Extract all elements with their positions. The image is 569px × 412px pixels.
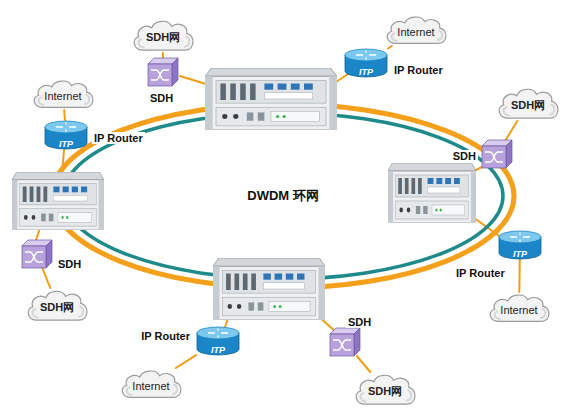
router-text: ITP xyxy=(211,345,225,355)
sdh-icon xyxy=(22,240,52,268)
label-holder: IP Router xyxy=(92,128,145,146)
link-line xyxy=(63,110,66,120)
ip-router: ITPIP Router xyxy=(196,326,240,356)
cloud-label: Internet xyxy=(44,86,81,102)
wire xyxy=(318,316,336,332)
link-line xyxy=(162,53,164,58)
label-holder: SDH xyxy=(56,254,83,272)
sdh-icon xyxy=(330,328,360,356)
network-cloud: Internet xyxy=(383,14,449,46)
sdh-icon xyxy=(148,58,178,86)
cloud-label: Internet xyxy=(397,22,434,38)
cloud-label: Internet xyxy=(500,300,537,316)
link-line xyxy=(42,268,50,288)
link-line xyxy=(506,121,518,140)
dwdm-chassis xyxy=(12,172,104,230)
sdh-device: SDH xyxy=(22,240,52,268)
router-text: ITP xyxy=(513,249,527,259)
sdh-device: SDH xyxy=(330,328,360,356)
network-cloud: SDH网 xyxy=(352,372,418,407)
router-text: ITP xyxy=(59,139,73,149)
label-holder: IP Router xyxy=(454,263,507,281)
dwdm-chassis xyxy=(388,163,476,223)
cloud-label: SDH网 xyxy=(368,380,402,399)
device-label: SDH xyxy=(56,258,83,270)
device-label: IP Router xyxy=(454,267,507,279)
cloud-label: SDH网 xyxy=(40,296,74,315)
cloud-label: SDH网 xyxy=(511,94,545,113)
device-label: IP Router xyxy=(92,132,145,144)
cloud-label: SDH网 xyxy=(146,26,180,45)
cloud-label: Internet xyxy=(132,376,169,392)
dwdm-ring: DWDM 环网 xyxy=(49,101,517,291)
router-text: ITP xyxy=(359,67,373,77)
ip-router: ITPIP Router xyxy=(44,120,88,150)
network-cloud: SDH网 xyxy=(495,86,561,121)
ip-router: ITPIP Router xyxy=(498,230,542,260)
network-cloud: Internet xyxy=(486,292,552,324)
sdh-device: SDH xyxy=(482,140,512,168)
sdh-device: SDH xyxy=(148,58,178,86)
device-label: SDH xyxy=(346,316,373,328)
device-label: IP Router xyxy=(392,64,445,76)
network-cloud: SDH网 xyxy=(130,18,196,53)
label-holder: SDH xyxy=(148,88,175,106)
network-cloud: Internet xyxy=(118,368,184,400)
ring-title: DWDM 环网 xyxy=(247,187,319,205)
sdh-icon xyxy=(482,140,512,168)
device-label: SDH xyxy=(148,92,175,104)
dwdm-chassis xyxy=(205,68,337,130)
link-line xyxy=(388,46,392,49)
label-holder: SDH xyxy=(346,312,373,330)
label-holder: SDH xyxy=(451,146,478,164)
wire xyxy=(36,228,40,240)
device-label: SDH xyxy=(451,150,478,162)
label-holder: IP Router xyxy=(139,326,192,344)
link-line xyxy=(357,356,371,372)
ip-router: ITPIP Router xyxy=(344,48,388,78)
link-line xyxy=(518,260,521,292)
dwdm-chassis xyxy=(213,258,325,320)
device-label: IP Router xyxy=(139,330,192,342)
wire xyxy=(180,76,206,84)
wire xyxy=(336,74,348,82)
label-holder: IP Router xyxy=(392,60,445,78)
network-cloud: Internet xyxy=(30,78,96,110)
network-cloud: SDH网 xyxy=(24,288,90,323)
link-line xyxy=(176,355,196,368)
